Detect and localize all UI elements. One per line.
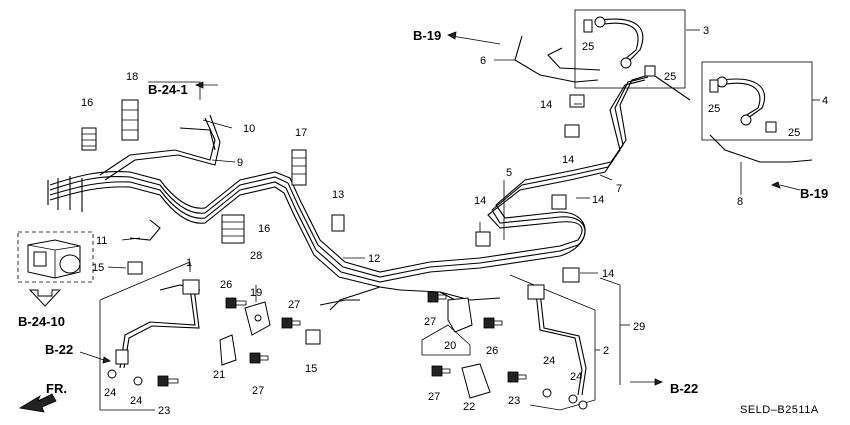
callout-28: 28	[250, 250, 262, 262]
callout-15-a: 15	[92, 262, 104, 274]
callout-23-a: 23	[158, 405, 170, 417]
callout-27-b: 27	[252, 385, 264, 397]
callout-27-c: 27	[424, 316, 436, 328]
callout-9: 9	[237, 157, 243, 169]
callout-25-d: 25	[788, 127, 800, 139]
main-pipe-bundle	[47, 35, 813, 311]
callout-14-c: 14	[592, 194, 604, 206]
callout-16-b: 16	[258, 223, 270, 235]
callout-22: 22	[463, 401, 475, 413]
callout-14-a: 14	[540, 99, 552, 111]
bolt	[507, 371, 527, 383]
bolt	[431, 365, 451, 377]
callout-19: 19	[250, 287, 262, 299]
callout-numbers: 1 2 3 4 5 6 7 8 9 10 11 12 13 14 14 14 1…	[81, 25, 828, 417]
ref-b19-right: B-19	[800, 186, 828, 201]
bolt	[249, 352, 269, 364]
callout-24-d: 24	[570, 371, 582, 383]
brake-hose-assemblies	[574, 9, 813, 141]
callout-14-e: 14	[602, 268, 614, 280]
callout-7: 7	[616, 183, 622, 195]
reference-arrows	[18, 31, 801, 413]
callout-18: 18	[126, 71, 138, 83]
ref-b24-10: B-24-10	[18, 314, 65, 329]
callout-2: 2	[603, 345, 609, 357]
callout-21: 21	[213, 369, 225, 381]
callout-25-a: 25	[582, 41, 594, 53]
lower-hoses	[99, 261, 621, 411]
ref-b22-right: B-22	[670, 381, 698, 396]
callout-11: 11	[96, 235, 107, 247]
callout-17: 17	[295, 127, 307, 139]
callout-14-b: 14	[562, 154, 574, 166]
callout-26-b: 26	[486, 345, 498, 357]
ref-b24-1: B-24-1	[148, 82, 188, 97]
bolt	[483, 317, 503, 329]
callout-15-b: 15	[305, 363, 317, 375]
callout-25-b: 25	[664, 71, 676, 83]
callout-3: 3	[703, 25, 709, 37]
bolt	[225, 297, 247, 309]
callout-20: 20	[444, 340, 456, 352]
callout-1: 1	[186, 257, 192, 269]
callout-13: 13	[332, 189, 344, 201]
front-direction-label: FR.	[46, 381, 67, 396]
abs-modulator-unit	[17, 231, 94, 283]
ref-b19-top: B-19	[413, 28, 441, 43]
reference-labels: B-19 B-24-1 B-19 B-24-10 B-22 B-22 FR. S…	[18, 28, 828, 416]
bolt	[427, 291, 447, 303]
bolt	[157, 375, 179, 387]
callout-23-b: 23	[508, 395, 520, 407]
callout-6: 6	[480, 55, 486, 67]
callout-24-c: 24	[543, 355, 555, 367]
callout-8: 8	[737, 196, 743, 208]
callout-10: 10	[243, 123, 255, 135]
callout-27-a: 27	[288, 299, 300, 311]
callout-24-a: 24	[104, 387, 116, 399]
bolt	[281, 317, 301, 329]
leader-lines	[107, 29, 820, 356]
callout-24-b: 24	[130, 395, 142, 407]
ref-b22-left: B-22	[45, 342, 73, 357]
callout-4: 4	[822, 95, 828, 107]
callout-27-d: 27	[428, 391, 440, 403]
brackets-and-bolts	[157, 291, 527, 399]
callout-5: 5	[506, 167, 512, 179]
callout-12: 12	[368, 253, 380, 265]
callout-16-a: 16	[81, 97, 93, 109]
callout-29: 29	[633, 321, 645, 333]
callout-25-c: 25	[708, 103, 720, 115]
pipe-clips	[81, 94, 585, 345]
callout-26-a: 26	[220, 279, 232, 291]
callout-14-d: 14	[474, 195, 486, 207]
diagram-code: SELD–B2511A	[740, 404, 819, 416]
